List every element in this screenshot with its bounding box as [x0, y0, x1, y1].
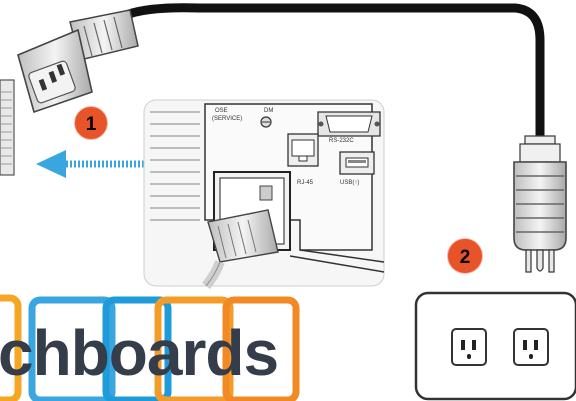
label-rs232c: RS-232C	[329, 138, 354, 144]
logo-tile	[154, 296, 234, 401]
outlet-socket-left	[451, 328, 487, 366]
logo-tile	[222, 296, 300, 401]
projector-rear-panel: OSE (SERVICE) DM RS-232C RJ-45 USB(↑)	[143, 99, 385, 290]
label-dm: DM	[264, 108, 273, 114]
label-service-top: OSE	[215, 108, 228, 114]
label-usb: USB(↑)	[340, 180, 359, 186]
left-device-edge	[0, 79, 15, 176]
logo-tile	[0, 294, 22, 401]
inserted-plug	[202, 209, 279, 290]
logo-tile	[28, 296, 116, 401]
wall-outlet	[414, 291, 576, 401]
grounded-plug	[513, 135, 567, 273]
logo-tile	[102, 296, 172, 401]
logo-text: chboards	[0, 317, 278, 389]
rj45-port	[287, 133, 319, 167]
power-cord	[115, 3, 545, 143]
step-1-badge: 1	[73, 105, 109, 141]
insert-direction-arrow	[36, 150, 148, 178]
iec-connector	[17, 9, 139, 114]
label-service: (SERVICE)	[212, 116, 242, 122]
outlet-socket-right	[513, 328, 549, 366]
step-1-number: 1	[86, 114, 97, 135]
step-2-badge: 2	[446, 237, 484, 275]
rs232c-port	[317, 111, 381, 137]
label-rj45: RJ-45	[297, 180, 314, 186]
logo: chboards	[0, 294, 300, 401]
step-2-number: 2	[460, 247, 471, 268]
usb-port	[339, 151, 375, 175]
